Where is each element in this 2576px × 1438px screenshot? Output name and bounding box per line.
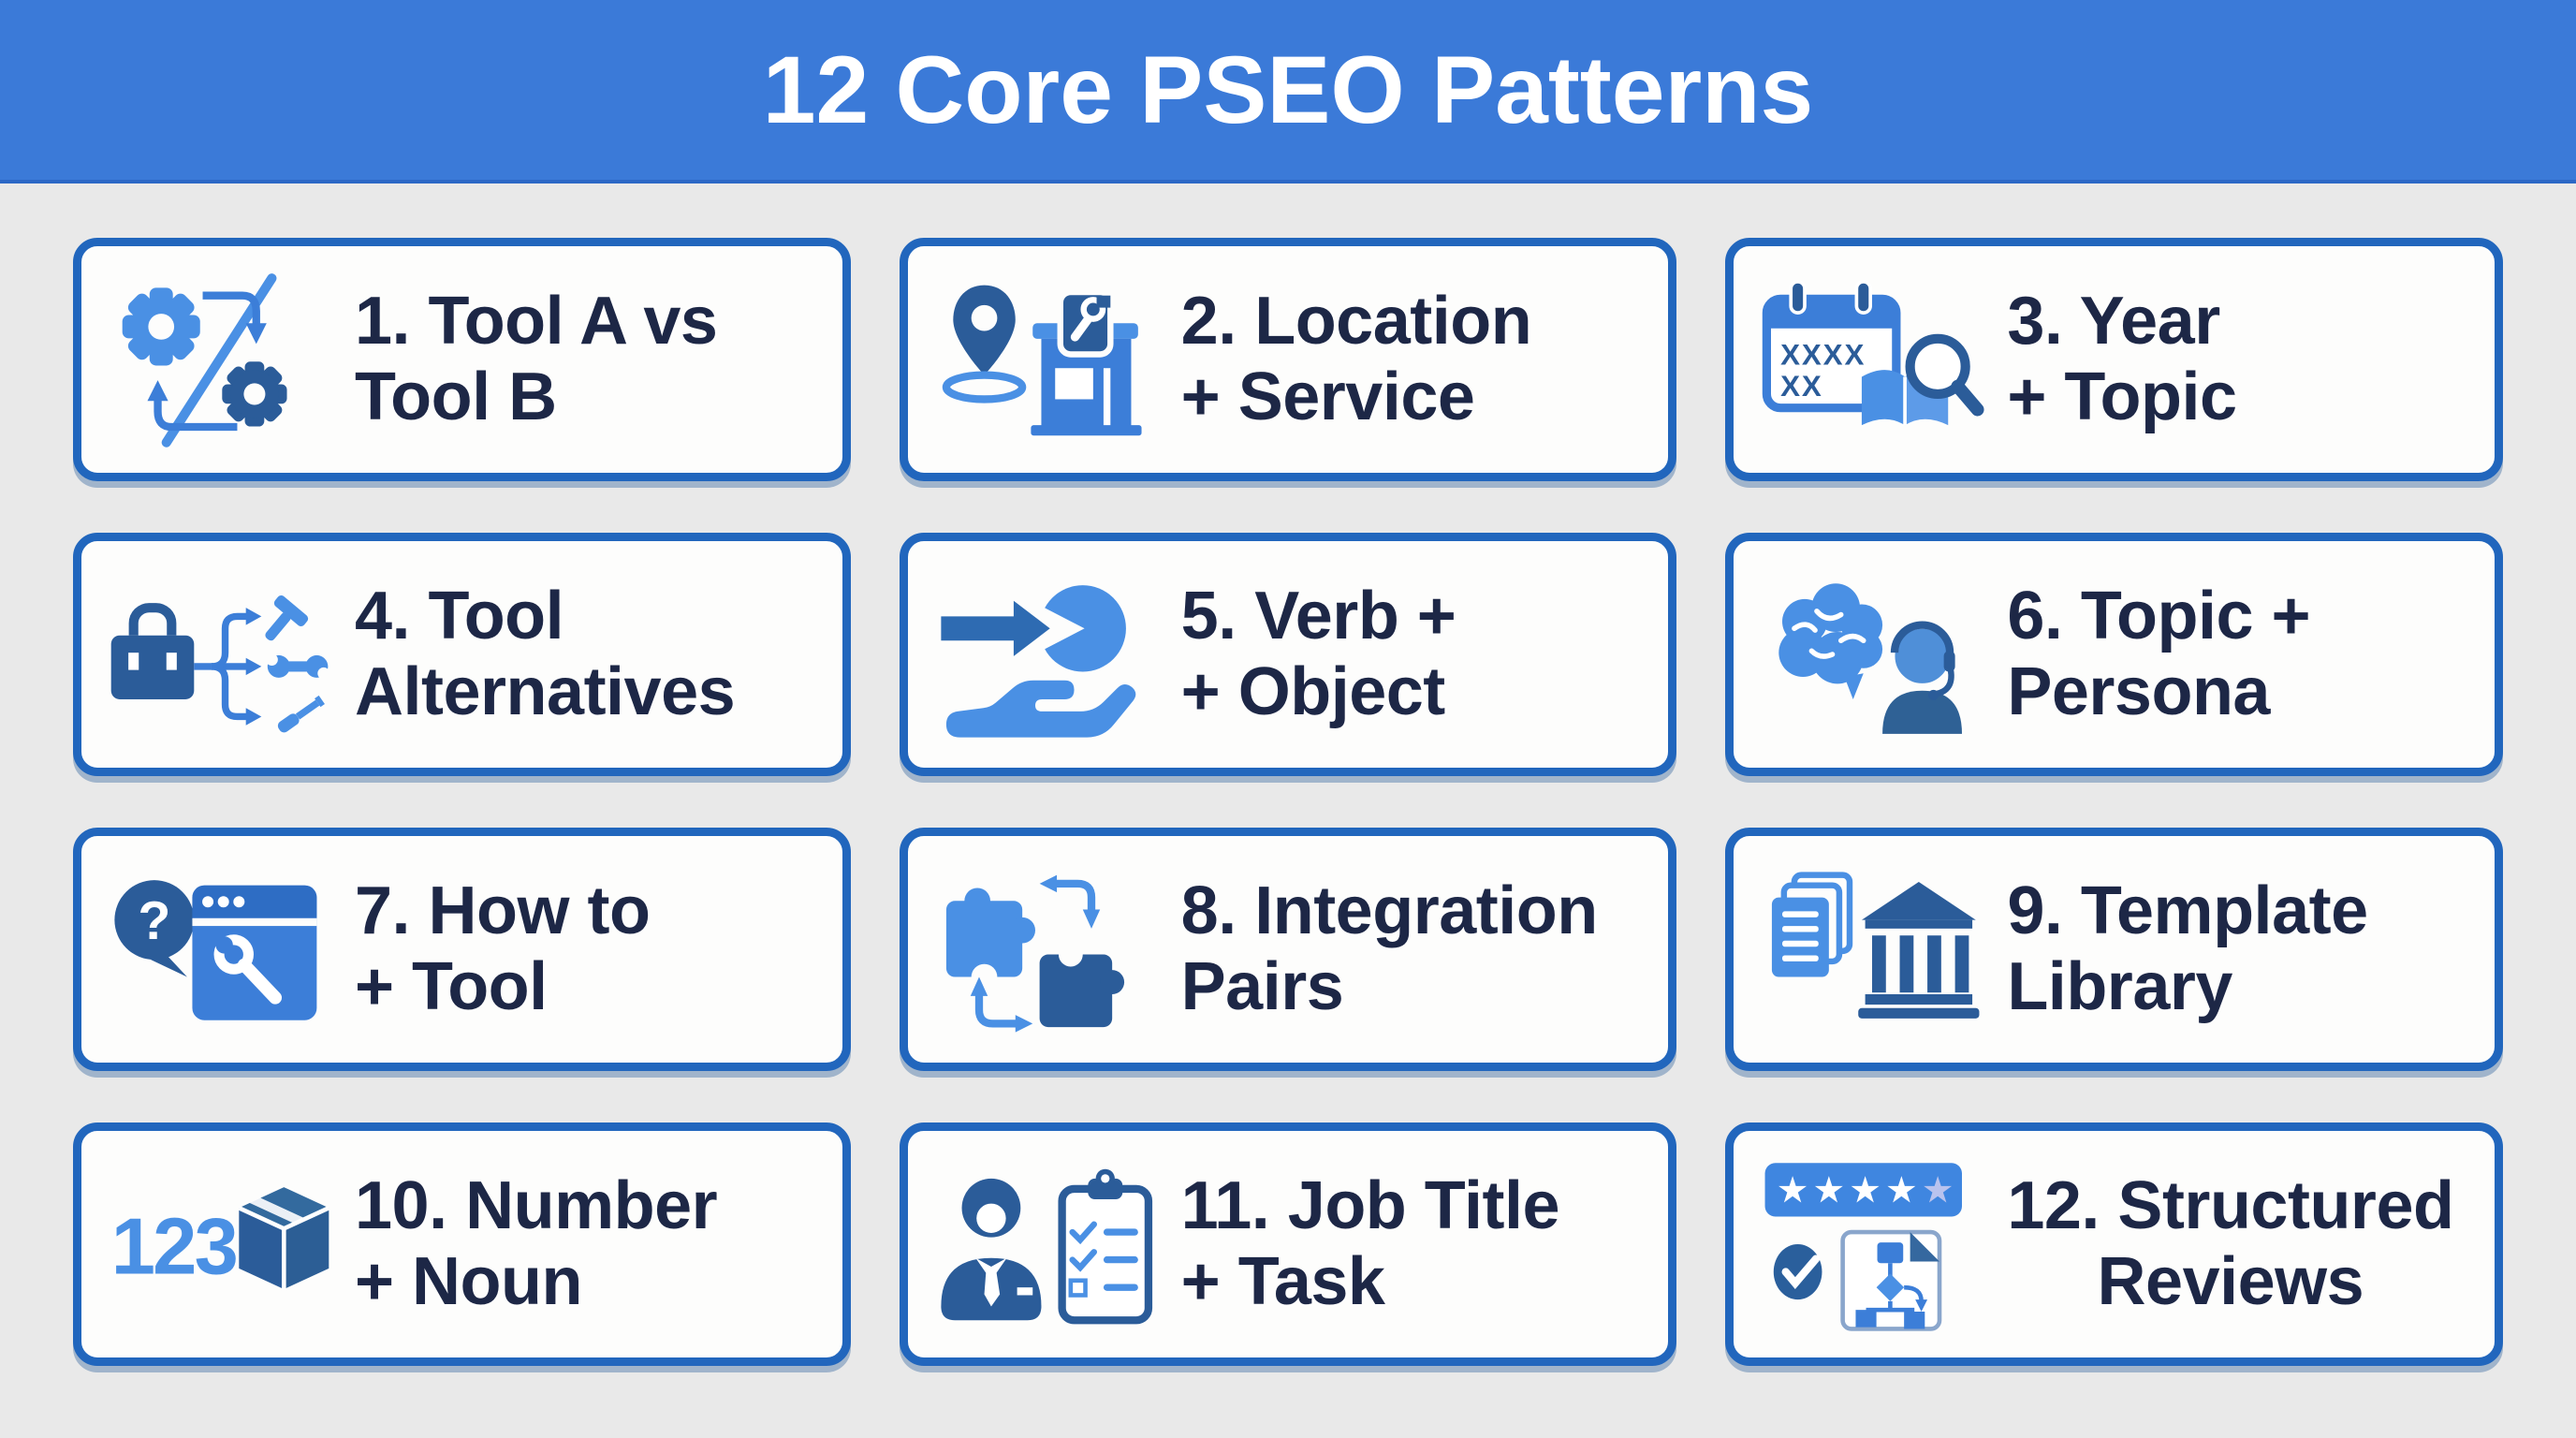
arrow-object-hand-icon <box>934 561 1159 748</box>
header-banner: 12 Core PSEO Patterns <box>0 0 2576 183</box>
pattern-card: 12. Structured Reviews <box>1725 1123 2503 1366</box>
pattern-label: 3. Year + Topic <box>2007 284 2237 434</box>
svg-text:?: ? <box>138 891 170 951</box>
svg-text:XXXX: XXXX <box>1780 339 1866 372</box>
pattern-grid: 1. Tool A vs Tool B 2. Location + Servic… <box>0 183 2576 1366</box>
puzzle-pieces-swap-icon <box>934 856 1159 1043</box>
star-rating-check-flowchart-icon <box>1760 1151 1984 1338</box>
svg-text:123: 123 <box>111 1201 237 1290</box>
pattern-label: 6. Topic + Persona <box>2007 579 2311 729</box>
page-title: 12 Core PSEO Patterns <box>762 36 1814 143</box>
pattern-label: 10. Number + Noun <box>355 1168 718 1319</box>
toolbox-alternatives-icon <box>108 561 332 748</box>
pattern-label: 4. Tool Alternatives <box>355 579 736 729</box>
pattern-card: 4. Tool Alternatives <box>73 533 851 776</box>
pattern-card: 9. Template Library <box>1725 828 2503 1071</box>
gears-comparison-icon <box>108 266 332 453</box>
pattern-label: 12. Structured Reviews <box>2007 1168 2454 1319</box>
pattern-card: 2. Location + Service <box>899 238 1677 481</box>
pattern-card: 123 10. Number + Noun <box>73 1123 851 1366</box>
pattern-label: 2. Location + Service <box>1180 284 1532 434</box>
pattern-card: 1. Tool A vs Tool B <box>73 238 851 481</box>
calendar-book-search-icon: XXXX XX <box>1760 266 1984 453</box>
pattern-label: 8. Integration Pairs <box>1180 873 1599 1024</box>
pattern-label: 9. Template Library <box>2007 873 2368 1024</box>
pattern-label: 5. Verb + + Object <box>1180 579 1456 729</box>
question-bubble-browser-wrench-icon: ? <box>108 856 332 1043</box>
person-clipboard-checklist-icon <box>934 1151 1159 1338</box>
svg-text:XX: XX <box>1780 370 1823 403</box>
pattern-label: 7. How to + Tool <box>355 873 651 1024</box>
pattern-card: ? 7. How to + Tool <box>73 828 851 1071</box>
pattern-card: XXXX XX 3. Year + Topic <box>1725 238 2503 481</box>
pattern-label: 1. Tool A vs Tool B <box>355 284 718 434</box>
pattern-card: 8. Integration Pairs <box>899 828 1677 1071</box>
pattern-card: 11. Job Title + Task <box>899 1123 1677 1366</box>
documents-library-building-icon <box>1760 856 1984 1043</box>
pattern-label: 11. Job Title + Task <box>1180 1168 1560 1319</box>
number-123-box-icon: 123 <box>108 1151 332 1338</box>
brain-headset-persona-icon <box>1760 561 1984 748</box>
pattern-card: 5. Verb + + Object <box>899 533 1677 776</box>
location-pin-storefront-icon <box>934 266 1159 453</box>
pattern-card: 6. Topic + Persona <box>1725 533 2503 776</box>
